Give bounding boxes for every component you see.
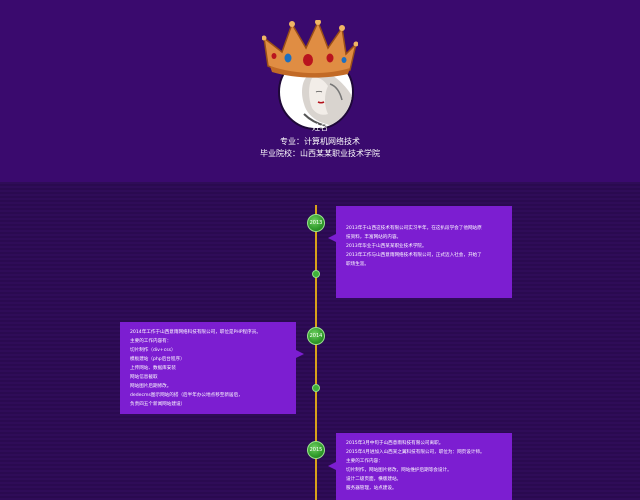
card-line: 2013年毕业于山西某某职业技术学院。 [346,244,427,249]
year-marker-2015: 2015 [307,441,325,459]
card-line: 职场生涯。 [346,262,369,267]
crown-icon [262,20,358,78]
card-line: 2014年工作于山西意雨网络科技有限公司，职位是PHP程序员。 [130,330,261,335]
card-line: dedecms图示网站的搭（后半年办公地点移至新居后， [130,393,243,398]
card-line: 切片制作（div+css） [130,348,176,353]
profile-major: 专业：计算机网络技术 [280,137,360,146]
card-line: 设计二级页面，横版建站。 [346,477,402,482]
year-marker-2013: 2013 [307,214,325,232]
card-line: 主要的工作内容： [346,459,383,464]
card-pointer [296,350,304,358]
timeline-card-2014: 2014年工作于山西意雨网络科技有限公司，职位是PHP程序员。 主要的工作内容有… [120,322,296,414]
profile-school: 毕业院校：山西某某职业技术学院 [260,149,380,158]
card-line: 2015年3月中旬于山西意雨科技有限公司离职。 [346,441,444,446]
card-line: 模板建站（php后台程序） [130,357,185,362]
card-line: 网站图片后期修改。 [130,384,172,389]
card-line: 负责四五个新闻网站建设） [130,402,186,407]
timeline-dot [312,384,320,392]
timeline-card-2015: 2015年3月中旬于山西意雨科技有限公司离职。 2015年4月进加入山西某之翼科… [336,433,512,500]
timeline-dot [312,270,320,278]
card-line: 主要的工作内容有： [130,339,172,344]
year-marker-2014: 2014 [307,327,325,345]
profile-name: 姓名 [312,123,328,132]
card-line: 网站信息截取 [130,375,158,380]
card-line: 2013年工作与山西意雨网络技术有限公司，正式迈入社会，开始了 [346,253,482,258]
avatar [262,20,358,130]
card-pointer [328,462,336,470]
card-line: 切片制作，网站图片修改，网站维护后期等会设计。 [346,468,452,473]
card-line: 2015年4月进加入山西某之翼科技有限公司，职位为：网页设计师。 [346,450,485,455]
card-line: 技资料，丰富网站的内容。 [346,235,402,240]
timeline-axis [315,205,317,500]
card-line: 上传网站、数据库安装 [130,366,176,371]
timeline-card-2013: 2013年于山西这技术有限公司实习半年，在这扒段学会了他网站原 技资料，丰富网站… [336,206,512,298]
card-line: 服务器管理，站点建设。 [346,486,397,491]
profile-header: 姓名 专业：计算机网络技术 毕业院校：山西某某职业技术学院 [0,0,640,182]
card-pointer [328,234,336,242]
card-line: 2013年于山西这技术有限公司实习半年，在这扒段学会了他网站原 [346,226,482,231]
